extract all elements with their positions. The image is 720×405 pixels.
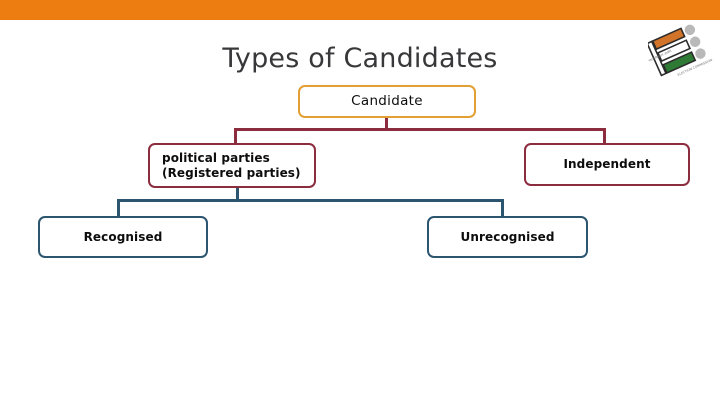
node-recognised-label: Recognised	[83, 229, 163, 244]
connector-to-recognised	[117, 199, 120, 217]
node-political-parties[interactable]: political parties (Registered parties)	[148, 143, 316, 188]
node-independent[interactable]: Independent	[524, 143, 690, 186]
connector-to-political-parties	[234, 128, 237, 144]
node-recognised[interactable]: Recognised	[38, 216, 208, 258]
node-candidate[interactable]: Candidate	[298, 85, 476, 118]
connector-political-parties-horizontal	[117, 199, 504, 202]
node-political-parties-label: political parties (Registered parties)	[162, 150, 301, 180]
connector-political-parties-stem	[236, 188, 239, 201]
page-title: Types of Candidates	[222, 43, 498, 74]
node-candidate-label: Candidate	[351, 93, 423, 110]
election-commission-of-india-logo: भारत निर्वाचन आयोग ELECTION COMMISSION	[648, 24, 714, 82]
connector-to-unrecognised	[501, 199, 504, 217]
node-unrecognised-label: Unrecognised	[460, 229, 555, 244]
node-unrecognised[interactable]: Unrecognised	[427, 216, 588, 258]
connector-to-independent	[603, 128, 606, 144]
node-independent-label: Independent	[563, 157, 651, 172]
top-accent-band	[0, 0, 720, 20]
connector-candidate-stem	[385, 117, 388, 130]
connector-candidate-horizontal	[234, 128, 606, 131]
